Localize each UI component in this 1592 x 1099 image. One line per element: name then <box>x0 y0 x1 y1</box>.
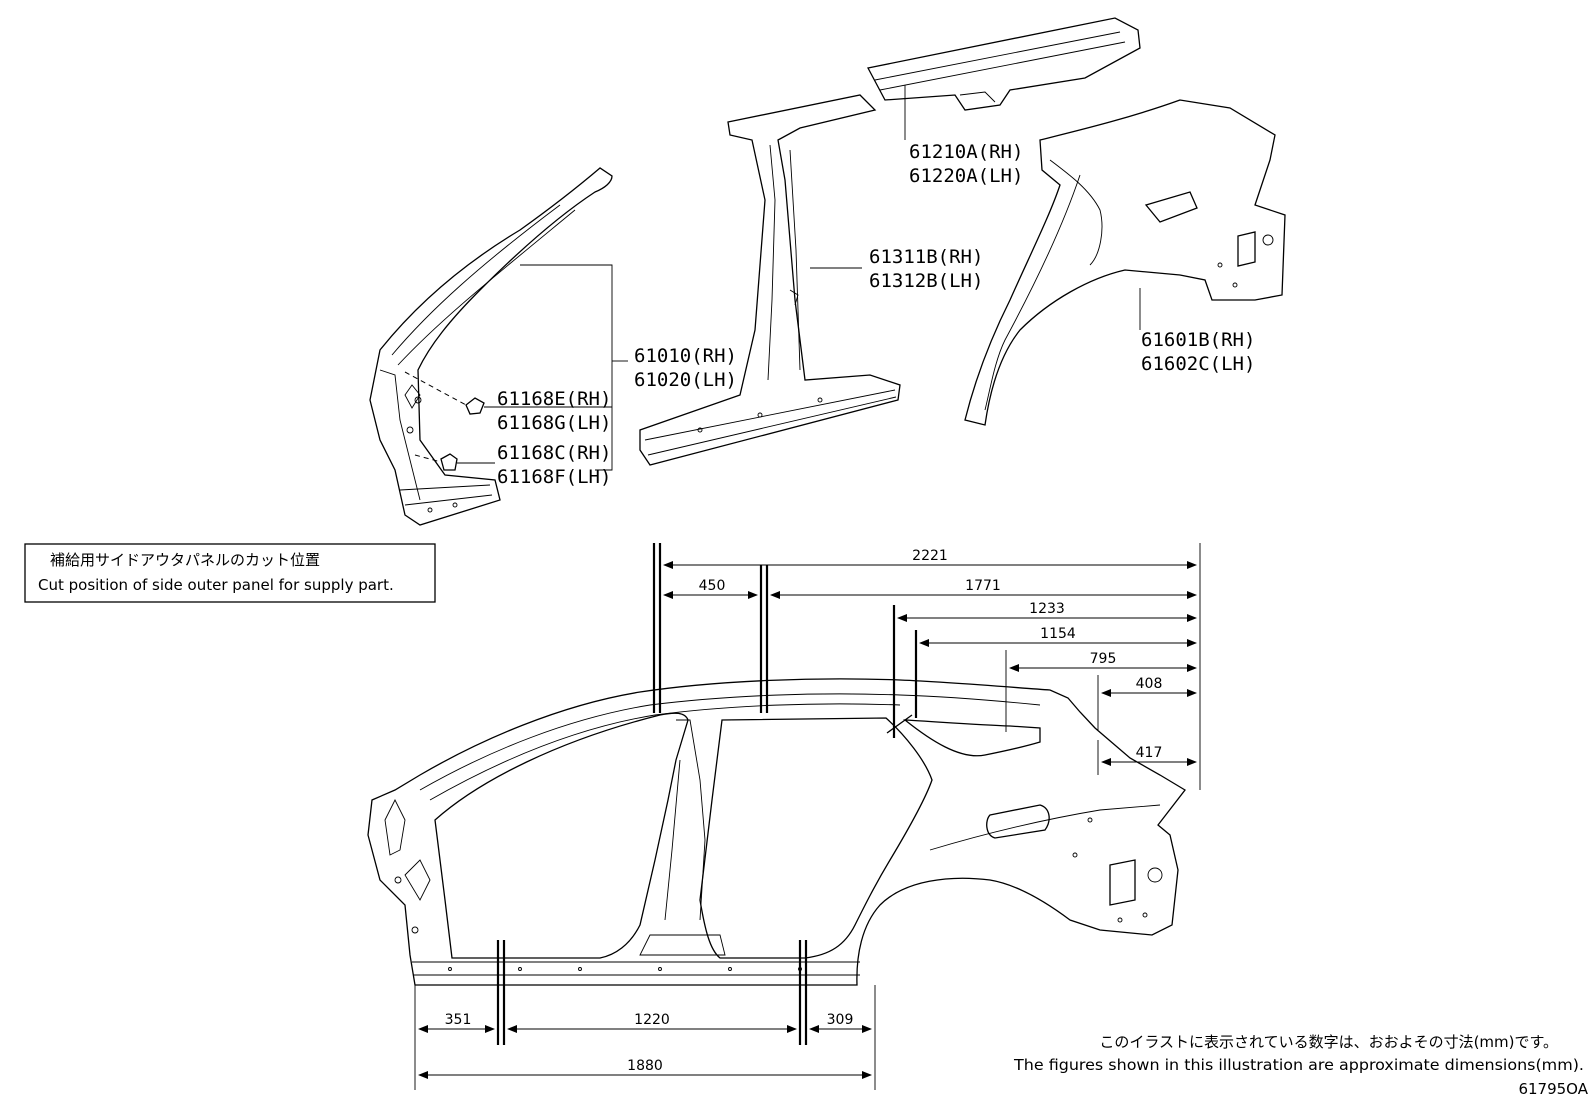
part-label-61311b-rh: 61311B(RH) <box>869 246 983 268</box>
dim-1154: 1154 <box>1040 626 1076 642</box>
footer-notes: このイラストに表示されている数字は、おおよその寸法(mm)です。 The fig… <box>1013 1033 1589 1098</box>
note-ja: このイラストに表示されている数字は、おおよその寸法(mm)です。 <box>1099 1033 1558 1051</box>
dim-1880: 1880 <box>627 1058 663 1074</box>
cut-box-title-en: Cut position of side outer panel for sup… <box>38 576 394 594</box>
cut-lines <box>496 543 918 1045</box>
center-pillar-part <box>639 94 901 466</box>
dim-351: 351 <box>445 1012 472 1028</box>
part-labels: 61010(RH) 61020(LH) 61168E(RH) 61168G(LH… <box>497 141 1255 488</box>
dim-1233: 1233 <box>1029 601 1065 617</box>
cut-box-title-ja: 補給用サイドアウタパネルのカット位置 <box>50 551 320 569</box>
dim-309: 309 <box>827 1012 854 1028</box>
part-label-61210a-rh: 61210A(RH) <box>909 141 1023 163</box>
note-en: The figures shown in this illustration a… <box>1013 1056 1584 1074</box>
part-label-61601b-rh: 61601B(RH) <box>1141 329 1255 351</box>
side-outer-panel <box>367 678 1186 986</box>
cut-position-box: 補給用サイドアウタパネルのカット位置 Cut position of side … <box>24 543 436 603</box>
dim-1771: 1771 <box>965 578 1001 594</box>
dimension-lines <box>414 543 1201 1090</box>
part-label-61602c-lh: 61602C(LH) <box>1141 353 1255 375</box>
part-label-61220a-lh: 61220A(LH) <box>909 165 1023 187</box>
dim-1220: 1220 <box>634 1012 670 1028</box>
part-label-61168e-rh: 61168E(RH) <box>497 388 611 410</box>
part-label-61168c-rh: 61168C(RH) <box>497 442 611 464</box>
roof-rail-part <box>867 17 1141 111</box>
part-label-61010-rh: 61010(RH) <box>634 345 737 367</box>
dim-2221: 2221 <box>912 548 948 564</box>
dim-450: 450 <box>699 578 726 594</box>
part-label-61312b-lh: 61312B(LH) <box>869 270 983 292</box>
quarter-panel-part <box>964 99 1286 426</box>
dimension-values: 2221 450 1771 1233 1154 795 408 417 351 … <box>445 548 1163 1074</box>
dim-408: 408 <box>1136 676 1163 692</box>
dim-417: 417 <box>1136 745 1163 761</box>
leader-lines <box>457 85 1141 471</box>
figure-reference: 61795OA <box>1518 1080 1588 1098</box>
bracket-parts <box>404 371 485 471</box>
part-label-61168g-lh: 61168G(LH) <box>497 412 611 434</box>
dim-795: 795 <box>1090 651 1117 667</box>
part-label-61020-lh: 61020(LH) <box>634 369 737 391</box>
front-pillar-part <box>369 167 613 526</box>
part-label-61168f-lh: 61168F(LH) <box>497 466 611 488</box>
